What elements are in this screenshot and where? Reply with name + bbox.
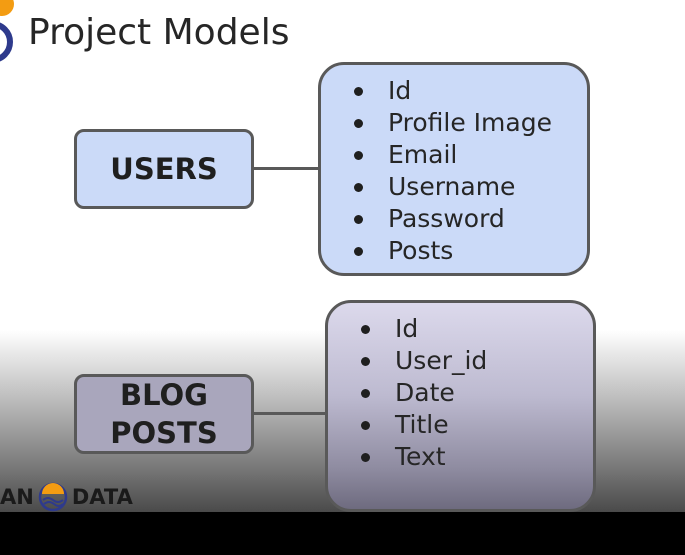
- field-item: Username: [321, 171, 587, 203]
- black-bar: [0, 512, 685, 555]
- field-item: Password: [321, 203, 587, 235]
- field-label: Username: [388, 172, 516, 201]
- bullet-icon: [361, 325, 370, 334]
- field-item: Profile Image: [321, 107, 587, 139]
- field-item: Id: [328, 313, 593, 345]
- blog-posts-entity-box: BLOG POSTS: [74, 374, 254, 454]
- globe-wave-icon: [38, 482, 68, 512]
- field-item: User_id: [328, 345, 593, 377]
- page-title: Project Models: [28, 12, 290, 53]
- field-label: User_id: [395, 346, 488, 375]
- bullet-icon: [354, 247, 363, 256]
- field-label: Id: [395, 314, 419, 343]
- field-label: Password: [388, 204, 505, 233]
- bullet-icon: [354, 151, 363, 160]
- blog-posts-connector-line: [254, 412, 328, 415]
- bullet-icon: [354, 183, 363, 192]
- field-label: Id: [388, 76, 412, 105]
- field-item: Id: [321, 75, 587, 107]
- field-item: Email: [321, 139, 587, 171]
- field-item: Posts: [321, 235, 587, 267]
- field-label: Profile Image: [388, 108, 552, 137]
- field-label: Title: [395, 410, 449, 439]
- bullet-icon: [354, 215, 363, 224]
- brand-logo: AN DATA: [0, 482, 133, 512]
- blog-posts-label-line1: BLOG: [119, 378, 208, 412]
- bullet-icon: [361, 421, 370, 430]
- users-entity-box: USERS: [74, 129, 254, 209]
- field-label: Posts: [388, 236, 454, 265]
- bullet-icon: [361, 453, 370, 462]
- bullet-icon: [361, 357, 370, 366]
- circle-logo-icon: [0, 0, 14, 62]
- bullet-icon: [354, 119, 363, 128]
- field-item: Date: [328, 377, 593, 409]
- brand-left-text: AN: [0, 485, 34, 509]
- field-label: Email: [388, 140, 458, 169]
- users-connector-line: [254, 167, 320, 170]
- field-label: Text: [395, 442, 446, 471]
- field-item: Title: [328, 409, 593, 441]
- blog-posts-label-line2: POSTS: [110, 416, 218, 450]
- field-label: Date: [395, 378, 455, 407]
- users-entity-label: USERS: [110, 152, 218, 186]
- field-item: Text: [328, 441, 593, 473]
- brand-right-text: DATA: [71, 485, 133, 509]
- bullet-icon: [361, 389, 370, 398]
- bullet-icon: [354, 87, 363, 96]
